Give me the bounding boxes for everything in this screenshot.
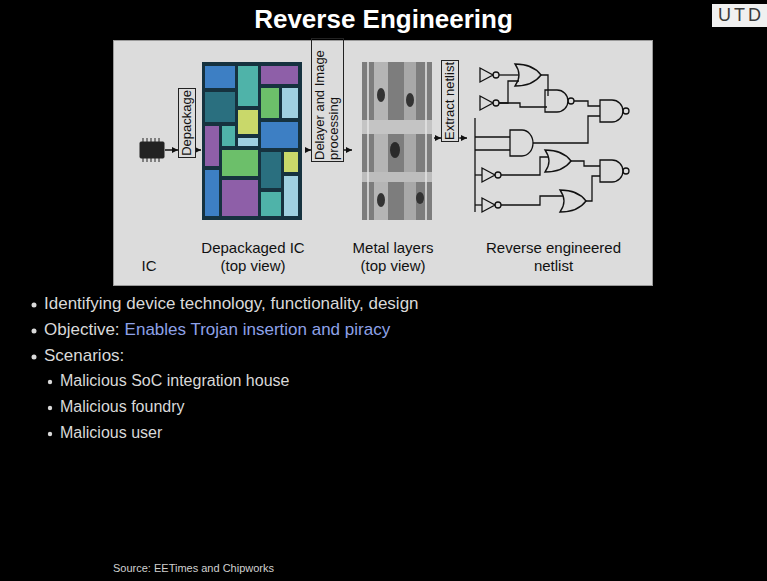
logo-text: UTD (712, 4, 767, 27)
stage-figure: IC (133, 60, 165, 275)
chip-icon (140, 138, 164, 162)
step-label: Delayer and Image processing (313, 40, 342, 160)
step-label: Extract netlist (443, 62, 457, 140)
bullet-dot (32, 329, 37, 334)
stage-caption: Reverse engineered netlist (479, 239, 629, 275)
metal-layer-photo (362, 62, 432, 220)
bullet-dot (48, 432, 52, 436)
bullet-dot (32, 303, 37, 308)
flow-arrow (165, 149, 178, 151)
flow-arrow (196, 149, 201, 151)
netlist-gates (475, 64, 629, 212)
bullet-text: Scenarios: (44, 346, 124, 366)
stage-figure: Reverse engineered netlist (467, 60, 640, 275)
bullet-dot (48, 406, 52, 410)
slide-title: Reverse Engineering (0, 4, 767, 35)
bullet-dot (48, 380, 52, 384)
sub-bullet-text: Malicious foundry (60, 398, 185, 416)
bullet-text: Identifying device technology, functiona… (44, 294, 419, 314)
sub-bullet-text: Malicious user (60, 424, 162, 442)
bullet-dot (32, 355, 37, 360)
process-step-box: Delayer and Image processing (311, 38, 344, 162)
flow-arrow (459, 137, 467, 139)
flow-arrow (434, 137, 441, 139)
source-note: Source: EETimes and Chipworks (113, 562, 274, 574)
stage-caption: Metal layers (top view) (346, 239, 441, 275)
stage-figure: Depackaged IC (top view) (201, 60, 305, 275)
die-photo (202, 62, 302, 220)
process-step-box: Depackage (178, 88, 196, 158)
highlight-text: Enables Trojan insertion and piracy (125, 320, 391, 340)
bullet-text: Objective: (44, 320, 120, 340)
sub-bullet-text: Malicious SoC integration house (60, 372, 289, 390)
stage-caption: Depackaged IC (top view) (197, 239, 309, 275)
step-label: Depackage (180, 90, 194, 156)
stage-figure: Metal layers (top view) (352, 60, 434, 275)
process-step-box: Extract netlist (441, 60, 459, 142)
stage-caption: IC (142, 257, 157, 275)
flow-arrow (344, 149, 352, 151)
